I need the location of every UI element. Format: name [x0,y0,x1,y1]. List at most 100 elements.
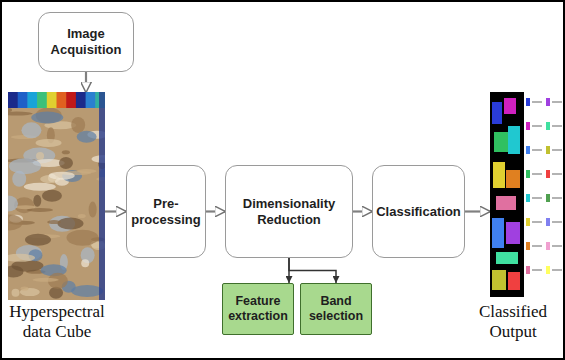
class-name-mark [532,245,542,247]
class-swatch [526,242,530,250]
texture-spot [47,220,61,224]
map-illustration [490,92,562,297]
class-name-mark [532,125,542,127]
image-caption: Hyperspectral data Cube [0,302,115,341]
texture-spot [71,285,103,297]
method-box: Feature extraction [222,283,294,335]
texture-spot [12,289,20,297]
texture-spot [24,183,56,191]
flow-arrow [206,210,225,212]
class-swatch [526,266,530,274]
class-patch [504,98,516,114]
texture-spot [77,169,97,173]
texture-spot [36,139,62,147]
spectral-band [27,92,37,108]
texture-spot [49,172,75,180]
process-box: Image Acquisition [38,12,134,72]
output-map: Classified Output [490,92,524,297]
spectral-band [8,92,18,108]
class-name-mark [552,221,562,223]
spectral-band [66,92,76,108]
flow-arrow [353,210,372,212]
class-name-mark [552,245,562,247]
class-patch [506,222,520,244]
class-name-mark [552,125,562,127]
texture-spot [33,195,41,207]
texture-spot [8,214,23,230]
class-name-mark [532,173,542,175]
class-swatch [546,122,550,130]
texture-spot [9,158,41,174]
map-ground [490,92,524,297]
class-patch [508,272,520,290]
box-label: Pre-processing [131,196,201,227]
texture-spot [77,131,97,143]
cube-side [99,92,105,300]
class-swatch [546,98,550,106]
cube-face [8,92,105,300]
spectral-band [47,92,57,108]
flow-arrow [465,210,490,212]
process-box: Classification [372,165,465,258]
class-swatch [526,146,530,154]
texture-spot [21,122,41,138]
class-patch [492,270,506,290]
spectral-band [18,92,28,108]
data-cube: Hyperspectral data Cube [8,92,105,300]
texture-spot [36,152,44,160]
class-swatch [546,146,550,154]
spectral-band [86,92,96,108]
class-name-mark [552,269,562,271]
class-swatch [526,218,530,226]
texture-spot [62,150,70,154]
class-patch [508,126,520,154]
texture-spot [89,202,97,218]
texture-spot [25,234,51,246]
texture-spot [31,111,63,123]
class-patch [496,196,516,210]
class-patch [492,218,504,248]
class-name-mark [532,197,542,199]
texture-spot [15,205,35,209]
class-patch [494,132,508,152]
class-name-mark [552,101,562,103]
class-patch [493,162,505,188]
method-box: Band selection [300,283,372,335]
box-label: Band selection [305,294,367,324]
texture-spot [33,278,59,282]
process-box: Pre-processing [126,165,206,258]
class-swatch [526,122,530,130]
class-patch [496,252,518,264]
class-name-mark [552,173,562,175]
class-name-mark [552,149,562,151]
texture-spot [8,254,35,262]
class-swatch [546,194,550,202]
box-label: Feature extraction [227,294,289,324]
flow-arrow [289,258,336,283]
spectral-band [57,92,67,108]
texture-spot [78,214,86,218]
spectral-band [37,92,47,108]
cube-illustration [8,92,105,300]
class-name-mark [532,149,542,151]
texture-spot [59,157,73,169]
box-label: Classification [376,204,461,220]
class-swatch [526,170,530,178]
class-name-mark [552,197,562,199]
box-label: Dimensionality Reduction [230,196,348,227]
class-swatch [546,242,550,250]
class-name-mark [532,269,542,271]
class-swatch [546,266,550,274]
class-patch [492,102,502,124]
class-swatch [546,218,550,226]
class-swatch [546,170,550,178]
class-swatch [526,98,530,106]
texture-spot [71,117,85,133]
box-label: Image Acquisition [43,26,129,57]
class-name-mark [532,221,542,223]
process-box: Dimensionality Reduction [225,165,353,258]
texture-spot [8,108,12,112]
texture-spot [20,286,28,290]
texture-spot [81,259,89,267]
